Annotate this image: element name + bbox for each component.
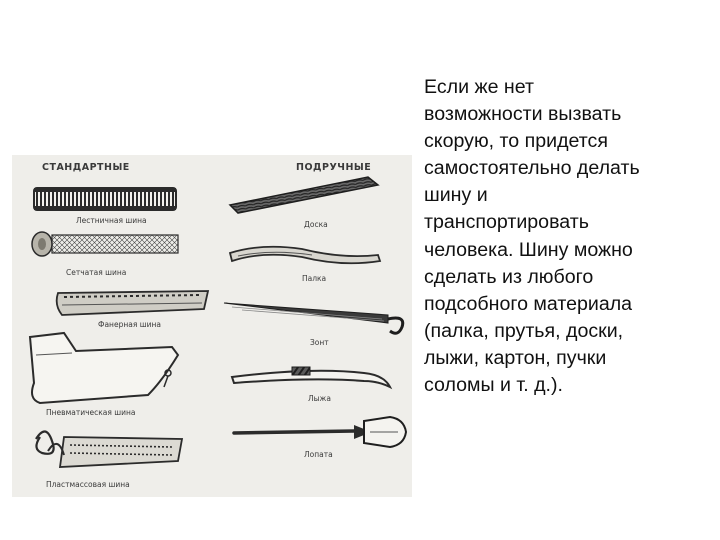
board-label: Доска bbox=[304, 221, 328, 229]
splints-illustration: СТАНДАРТНЫЕ ПОДРУЧНЫЕ Лестничная шина Се… bbox=[12, 155, 412, 497]
shovel-label: Лопата bbox=[304, 451, 333, 459]
ski-drawing bbox=[232, 367, 390, 387]
stick-drawing bbox=[230, 247, 380, 264]
umbrella-label: Зонт bbox=[310, 339, 329, 347]
ladder-splint-label: Лестничная шина bbox=[76, 217, 147, 225]
improvised-splints-heading: ПОДРУЧНЫЕ bbox=[296, 163, 371, 173]
splints-drawing bbox=[12, 155, 412, 497]
pneumatic-splint-drawing bbox=[30, 333, 178, 403]
umbrella-drawing bbox=[224, 303, 403, 333]
plastic-splint-label: Пластмассовая шина bbox=[46, 481, 130, 489]
mesh-splint-label: Сетчатая шина bbox=[66, 269, 126, 277]
standard-splints-heading: СТАНДАРТНЫЕ bbox=[42, 163, 130, 173]
shovel-drawing bbox=[234, 417, 406, 447]
body-text: Если же нет возможности вызвать скорую, … bbox=[424, 74, 704, 399]
ladder-splint-drawing bbox=[34, 188, 176, 210]
ski-label: Лыжа bbox=[308, 395, 331, 403]
pneumatic-splint-label: Пневматическая шина bbox=[46, 409, 136, 417]
plywood-splint-label: Фанерная шина bbox=[98, 321, 161, 329]
mesh-splint-drawing bbox=[32, 232, 178, 256]
board-drawing bbox=[230, 177, 378, 213]
stick-label: Палка bbox=[302, 275, 326, 283]
plastic-splint-drawing bbox=[36, 431, 182, 467]
plywood-splint-drawing bbox=[57, 291, 208, 315]
